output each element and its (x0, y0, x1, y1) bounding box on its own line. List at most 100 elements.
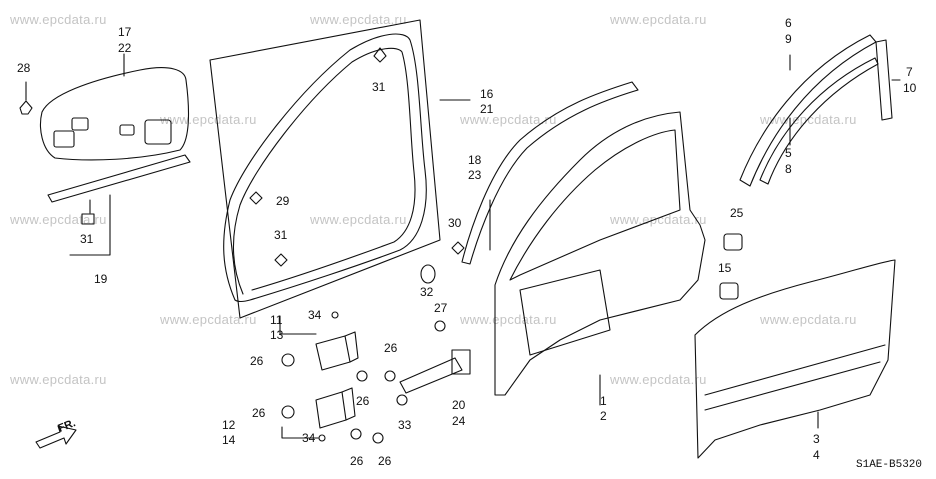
hinge-lower-12-14 (315, 391, 347, 429)
sheet-cutout (119, 124, 135, 136)
clip-31 (81, 213, 95, 225)
bolt-26 (281, 405, 295, 419)
bolt-26 (372, 432, 384, 444)
callout-34: 34 (302, 431, 316, 445)
bolt-26 (356, 370, 368, 382)
callout-32: 32 (420, 285, 434, 299)
seal-panel-outline (209, 19, 441, 319)
weatherstrip-19 (47, 154, 191, 203)
callout-31: 31 (274, 228, 288, 242)
leader-19 (69, 194, 111, 256)
sash-strip-18-23 (461, 81, 639, 265)
callout-15: 15 (718, 261, 732, 275)
bolt-27 (434, 320, 446, 332)
callout-24: 24 (452, 414, 466, 428)
callout-16: 16 (480, 87, 494, 101)
door-checker-20-24 (399, 357, 463, 394)
callout-26: 26 (356, 394, 370, 408)
callout-21: 21 (480, 102, 494, 116)
callout-22: 22 (118, 41, 132, 55)
callout-10: 10 (903, 81, 917, 95)
clip-30 (451, 241, 465, 255)
callout-12: 12 (222, 418, 236, 432)
outer-panel-3-4 (694, 259, 896, 459)
front-door-inner-panel (519, 269, 611, 356)
callout-5: 5 (785, 146, 792, 160)
front-door-1-2 (494, 111, 706, 396)
callout-26: 26 (384, 341, 398, 355)
watermark: www.epcdata.ru (10, 12, 107, 27)
callout-17: 17 (118, 25, 132, 39)
callout-30: 30 (448, 216, 462, 230)
callout-25: 25 (730, 206, 744, 220)
callout-19: 19 (94, 272, 108, 286)
spring-34 (331, 311, 339, 319)
garnish-7-10 (875, 39, 893, 121)
door-seal-16-21 (223, 33, 427, 303)
callout-8: 8 (785, 162, 792, 176)
visor-6-9 (739, 34, 877, 187)
callout-18: 18 (468, 153, 482, 167)
plug-32 (420, 264, 436, 284)
sheet-cutout (71, 117, 89, 131)
watermark: www.epcdata.ru (610, 372, 707, 387)
callout-2: 2 (600, 409, 607, 423)
callout-20: 20 (452, 398, 466, 412)
callout-26: 26 (378, 454, 392, 468)
checker-bracket (451, 349, 471, 375)
leader-12-14 (281, 426, 319, 439)
watermark: www.epcdata.ru (610, 212, 707, 227)
watermark: www.epcdata.ru (460, 112, 557, 127)
watermark: www.epcdata.ru (610, 12, 707, 27)
callout-27: 27 (434, 301, 448, 315)
panel-crease (704, 361, 881, 411)
callout-29: 29 (276, 194, 290, 208)
diagram-code: S1AE-B5320 (856, 459, 923, 471)
spring-34 (318, 434, 326, 442)
callout-13: 13 (270, 328, 284, 342)
clip-29 (249, 191, 263, 205)
callout-31: 31 (372, 80, 386, 94)
callout-7: 7 (906, 65, 913, 79)
hinge-upper-knuckle (344, 331, 359, 363)
bolt-26 (384, 370, 396, 382)
door-seal-inner (233, 47, 416, 295)
front-door-window-frame (509, 129, 681, 281)
callout-1: 1 (600, 394, 607, 408)
callout-6: 6 (785, 16, 792, 30)
callout-4: 4 (813, 448, 820, 462)
bolt-26 (350, 428, 362, 440)
panel-crease (704, 344, 886, 396)
watermark: www.epcdata.ru (160, 112, 257, 127)
clip-31-upper (373, 47, 387, 63)
watermark: www.epcdata.ru (310, 212, 407, 227)
bolt-26 (281, 353, 295, 367)
leader-11-13 (279, 315, 317, 335)
callout-28: 28 (17, 61, 31, 75)
callout-9: 9 (785, 32, 792, 46)
sheet-cutout (144, 119, 172, 145)
sheet-cutout (53, 130, 75, 148)
bolt-33 (396, 394, 408, 406)
callout-26: 26 (252, 406, 266, 420)
hinge-upper-11-13 (315, 335, 351, 371)
watermark: www.epcdata.ru (160, 312, 257, 327)
molding-5-8 (759, 57, 879, 185)
callout-14: 14 (222, 433, 236, 447)
callout-26: 26 (250, 354, 264, 368)
callout-33: 33 (398, 418, 412, 432)
callout-34: 34 (308, 308, 322, 322)
callout-11: 11 (270, 313, 283, 327)
callout-26: 26 (350, 454, 364, 468)
door-sheet-17-22 (39, 67, 189, 161)
stopper-25 (723, 233, 743, 251)
callout-23: 23 (468, 168, 482, 182)
fr-arrow (35, 425, 77, 449)
hinge-lower-knuckle (341, 387, 356, 421)
callout-31: 31 (80, 232, 94, 246)
watermark: www.epcdata.ru (10, 372, 107, 387)
watermark: www.epcdata.ru (460, 312, 557, 327)
watermark: www.epcdata.ru (310, 12, 407, 27)
